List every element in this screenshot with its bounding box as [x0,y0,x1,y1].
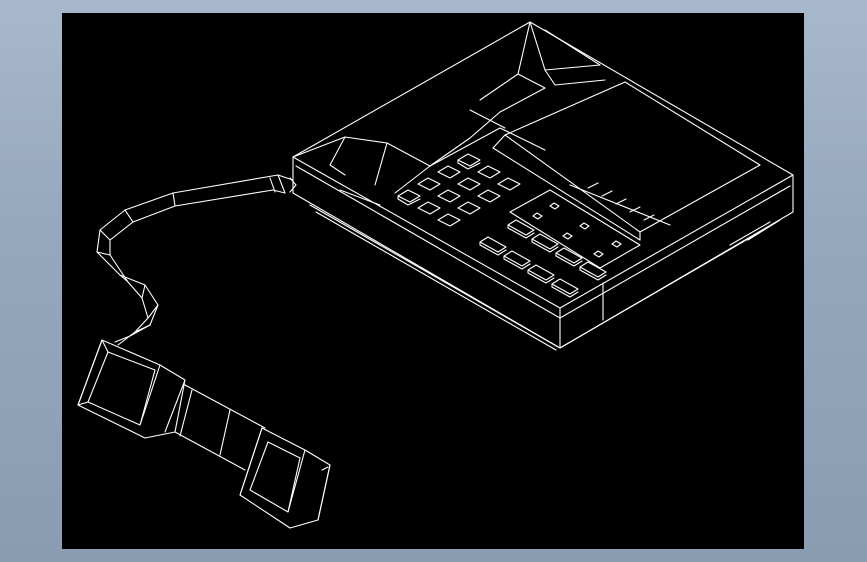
cad-viewport[interactable] [62,13,804,549]
function-keys [479,189,641,298]
handset-mouthpiece [239,427,331,529]
handset-cord [96,174,297,346]
handset-cradle [292,21,606,206]
telephone-wireframe-drawing [77,21,794,529]
display-screen [492,81,761,241]
keypad [397,153,521,227]
base-outline [292,21,794,349]
handset-handle [174,384,266,471]
handset [77,339,331,529]
base-plinth [309,204,761,349]
base-front-face [295,165,791,319]
phone-base [292,21,794,351]
handset-earpiece [77,339,186,439]
